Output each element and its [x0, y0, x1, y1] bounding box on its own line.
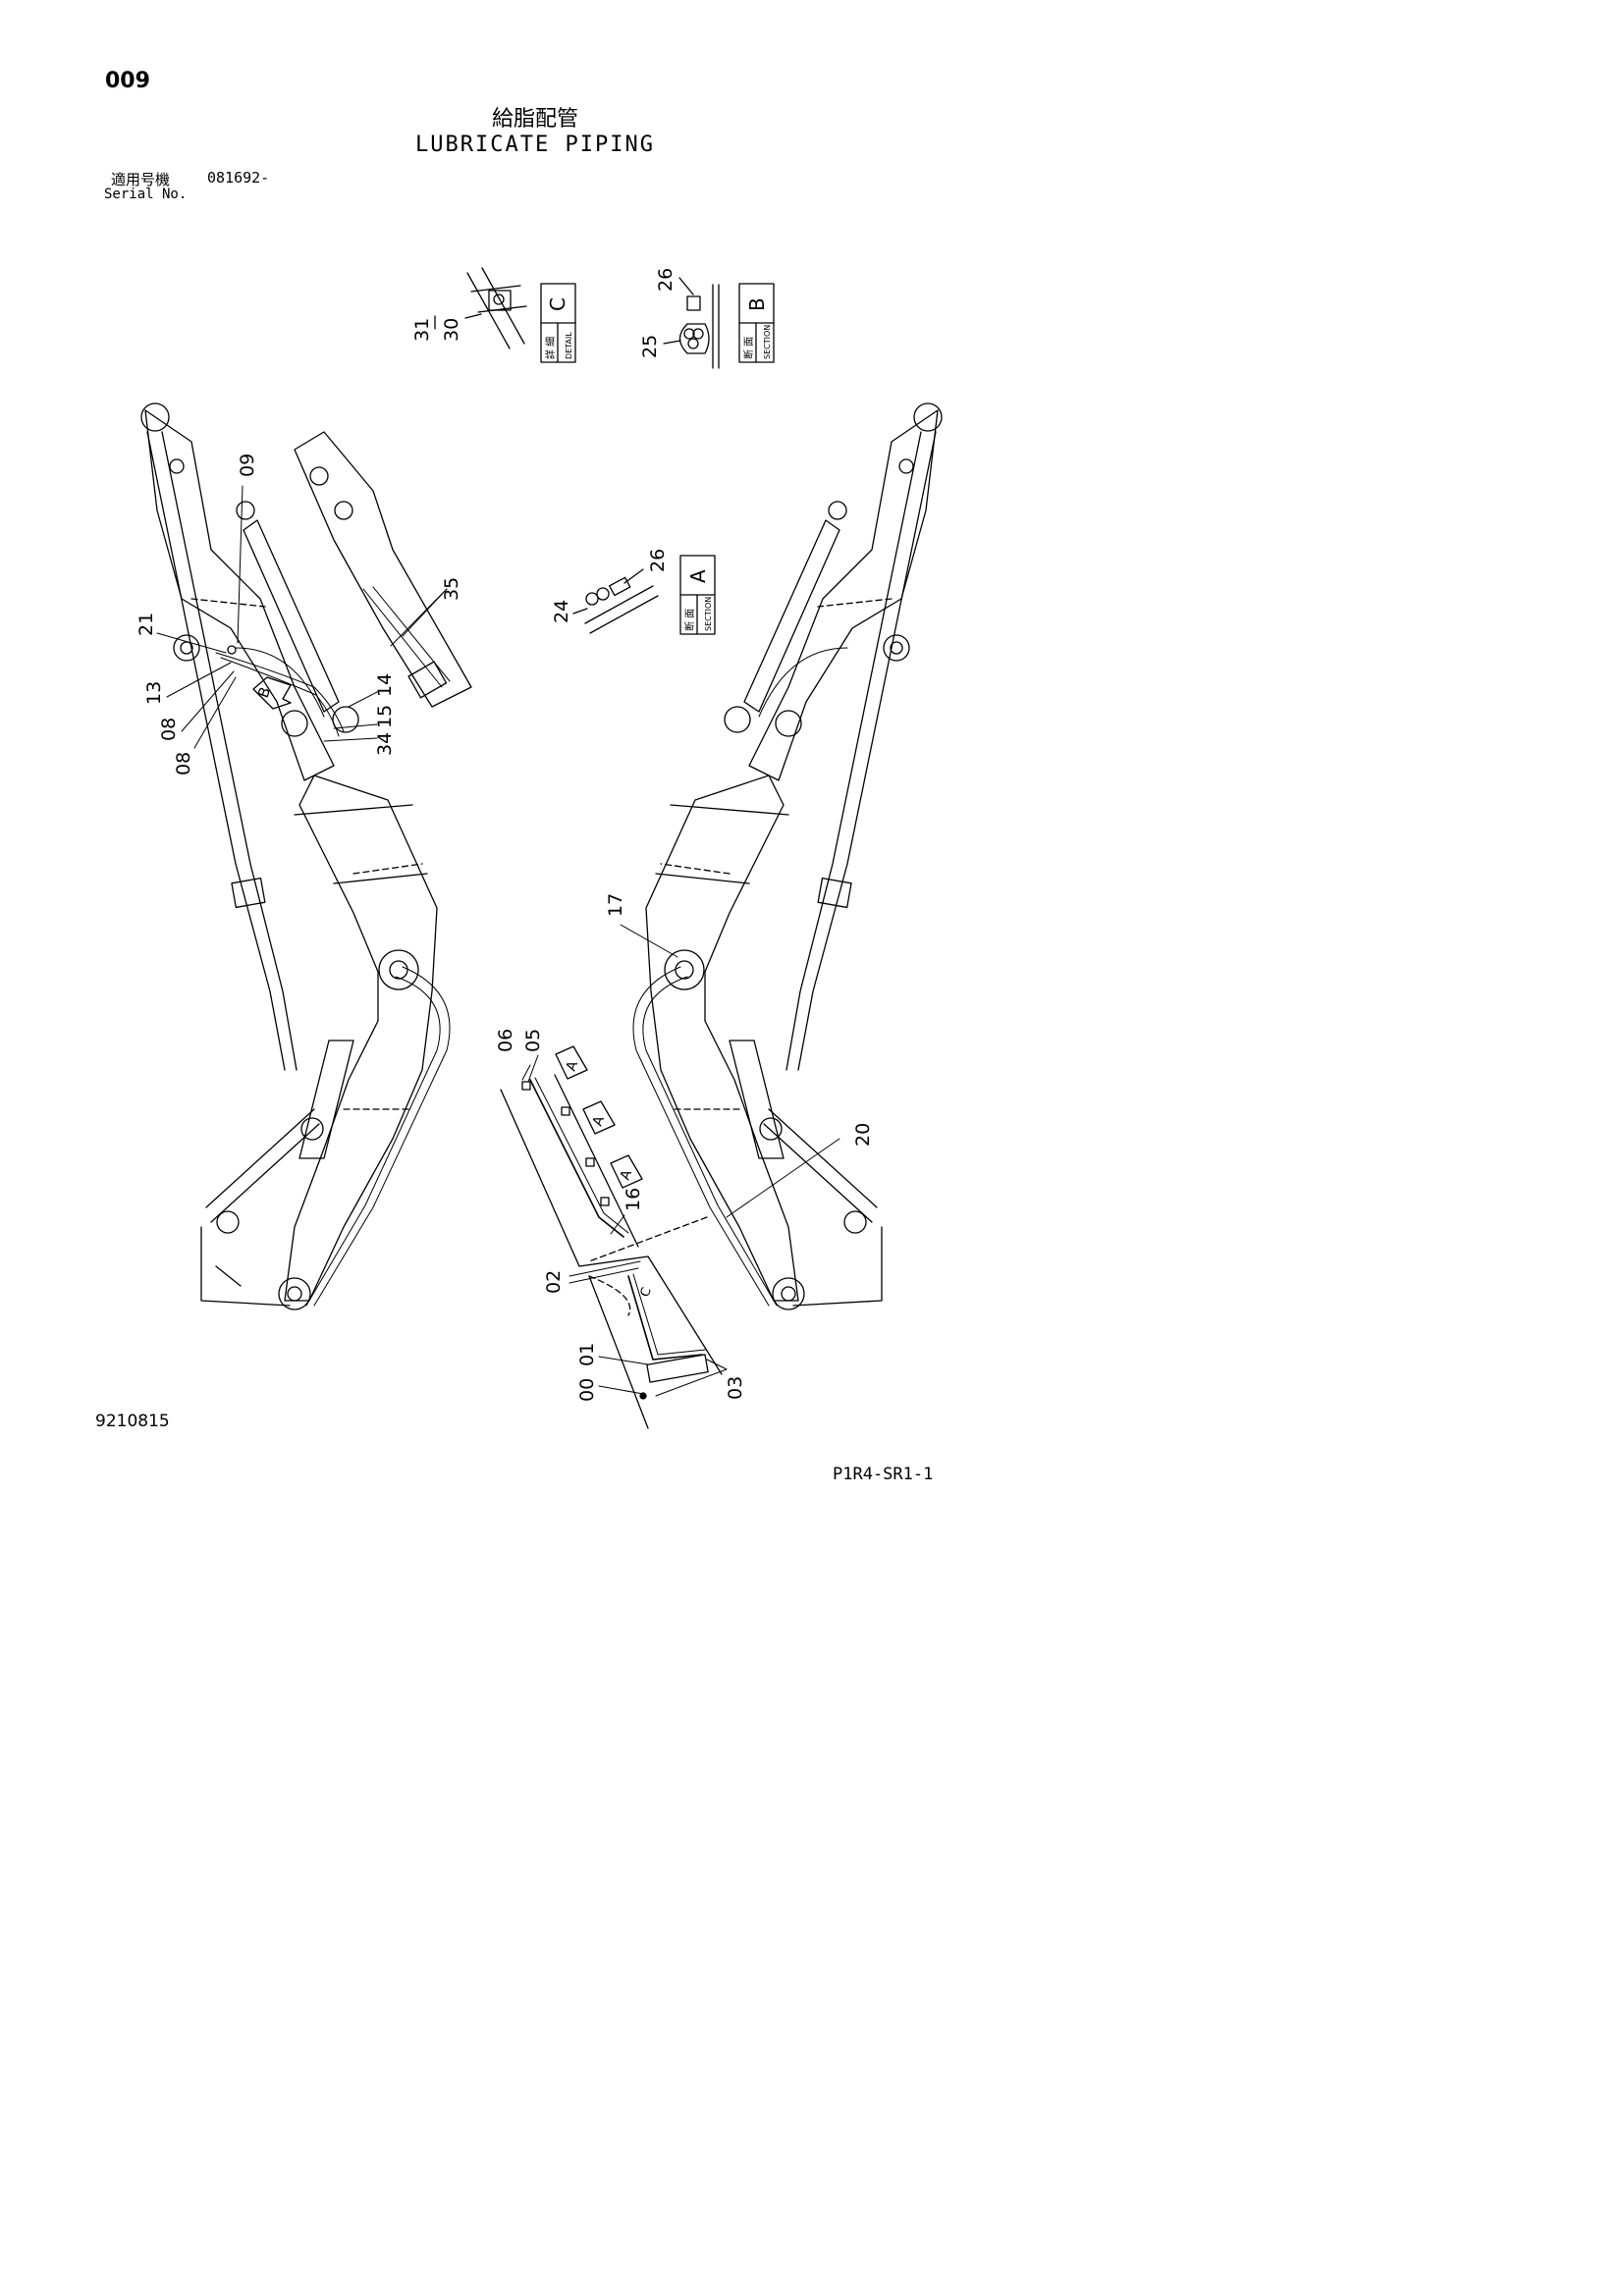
section-a-jp: 断 面 — [683, 609, 696, 631]
leader-lines — [156, 485, 840, 1397]
callout-08-a: 08 — [158, 718, 180, 741]
section-a-view: 26 24 — [551, 549, 669, 634]
callout-30: 30 — [441, 318, 462, 342]
callout-14: 14 — [374, 673, 396, 697]
view-markers: A A A B C — [252, 676, 655, 1299]
detail-c-jp: 詳 細 — [544, 337, 557, 359]
callout-08-b: 08 — [173, 752, 194, 775]
callout-21: 21 — [135, 613, 157, 636]
title-english: LUBRICATE PIPING — [415, 133, 655, 157]
callout-15: 15 — [374, 705, 396, 728]
bottom-pipe-layout — [500, 1074, 723, 1429]
section-b-jp: 断 面 — [742, 337, 755, 359]
lubricate-piping-drawing: 31 30 C 詳 細 DETAIL 26 25 B 断 面 SECTION — [135, 267, 943, 1429]
document-code: 9210815 — [95, 1412, 170, 1431]
right-boom-assembly — [632, 402, 943, 1310]
serial-label-english: Serial No. — [104, 187, 188, 202]
view-marker-a-1: A — [564, 1058, 581, 1073]
callout-24: 24 — [551, 600, 572, 623]
page-number: 009 — [105, 69, 150, 93]
callout-02: 02 — [543, 1270, 565, 1294]
callout-31: 31 — [411, 318, 433, 342]
section-a-label-box: A 断 面 SECTION — [679, 555, 716, 635]
serial-number-value: 081692- — [207, 169, 270, 187]
view-marker-a-3: A — [618, 1167, 635, 1182]
serial-label-japanese: 適用号機 — [111, 171, 171, 188]
detail-c-label-box: C 詳 細 DETAIL — [540, 283, 576, 363]
section-b-view: 26 25 — [639, 268, 720, 369]
section-b-en: SECTION — [763, 325, 772, 359]
arm-detail-inset — [294, 431, 472, 708]
section-a-letter: A — [686, 569, 710, 583]
callout-20: 20 — [852, 1123, 874, 1147]
section-b-label-box: B 断 面 SECTION — [738, 283, 775, 363]
detail-c-letter: C — [546, 297, 569, 311]
detail-c-view: 31 30 — [411, 267, 527, 349]
callout-26-section-b: 26 — [655, 268, 677, 292]
view-marker-a-2: A — [590, 1113, 608, 1128]
callout-00: 00 — [576, 1378, 598, 1402]
part-callouts: 09 35 21 13 08 08 14 15 34 17 06 05 20 1… — [135, 454, 874, 1402]
callout-05: 05 — [522, 1029, 544, 1052]
callout-09: 09 — [237, 454, 258, 477]
title-japanese: 給脂配管 — [491, 107, 578, 132]
section-b-letter: B — [745, 297, 769, 311]
callout-03: 03 — [725, 1376, 746, 1400]
left-boom-assembly — [140, 402, 451, 1310]
callout-06: 06 — [495, 1029, 516, 1052]
callout-16: 16 — [623, 1188, 644, 1211]
view-marker-b: B — [254, 685, 274, 701]
section-a-en: SECTION — [704, 597, 713, 631]
callout-25: 25 — [639, 335, 661, 358]
callout-13: 13 — [143, 681, 165, 705]
detail-c-en: DETAIL — [565, 332, 573, 359]
callout-26-section-a: 26 — [647, 549, 669, 572]
callout-35: 35 — [441, 577, 462, 601]
callout-01: 01 — [576, 1343, 598, 1366]
callout-34: 34 — [374, 732, 396, 756]
drawing-code: P1R4-SR1-1 — [833, 1465, 934, 1484]
callout-17: 17 — [605, 893, 626, 917]
